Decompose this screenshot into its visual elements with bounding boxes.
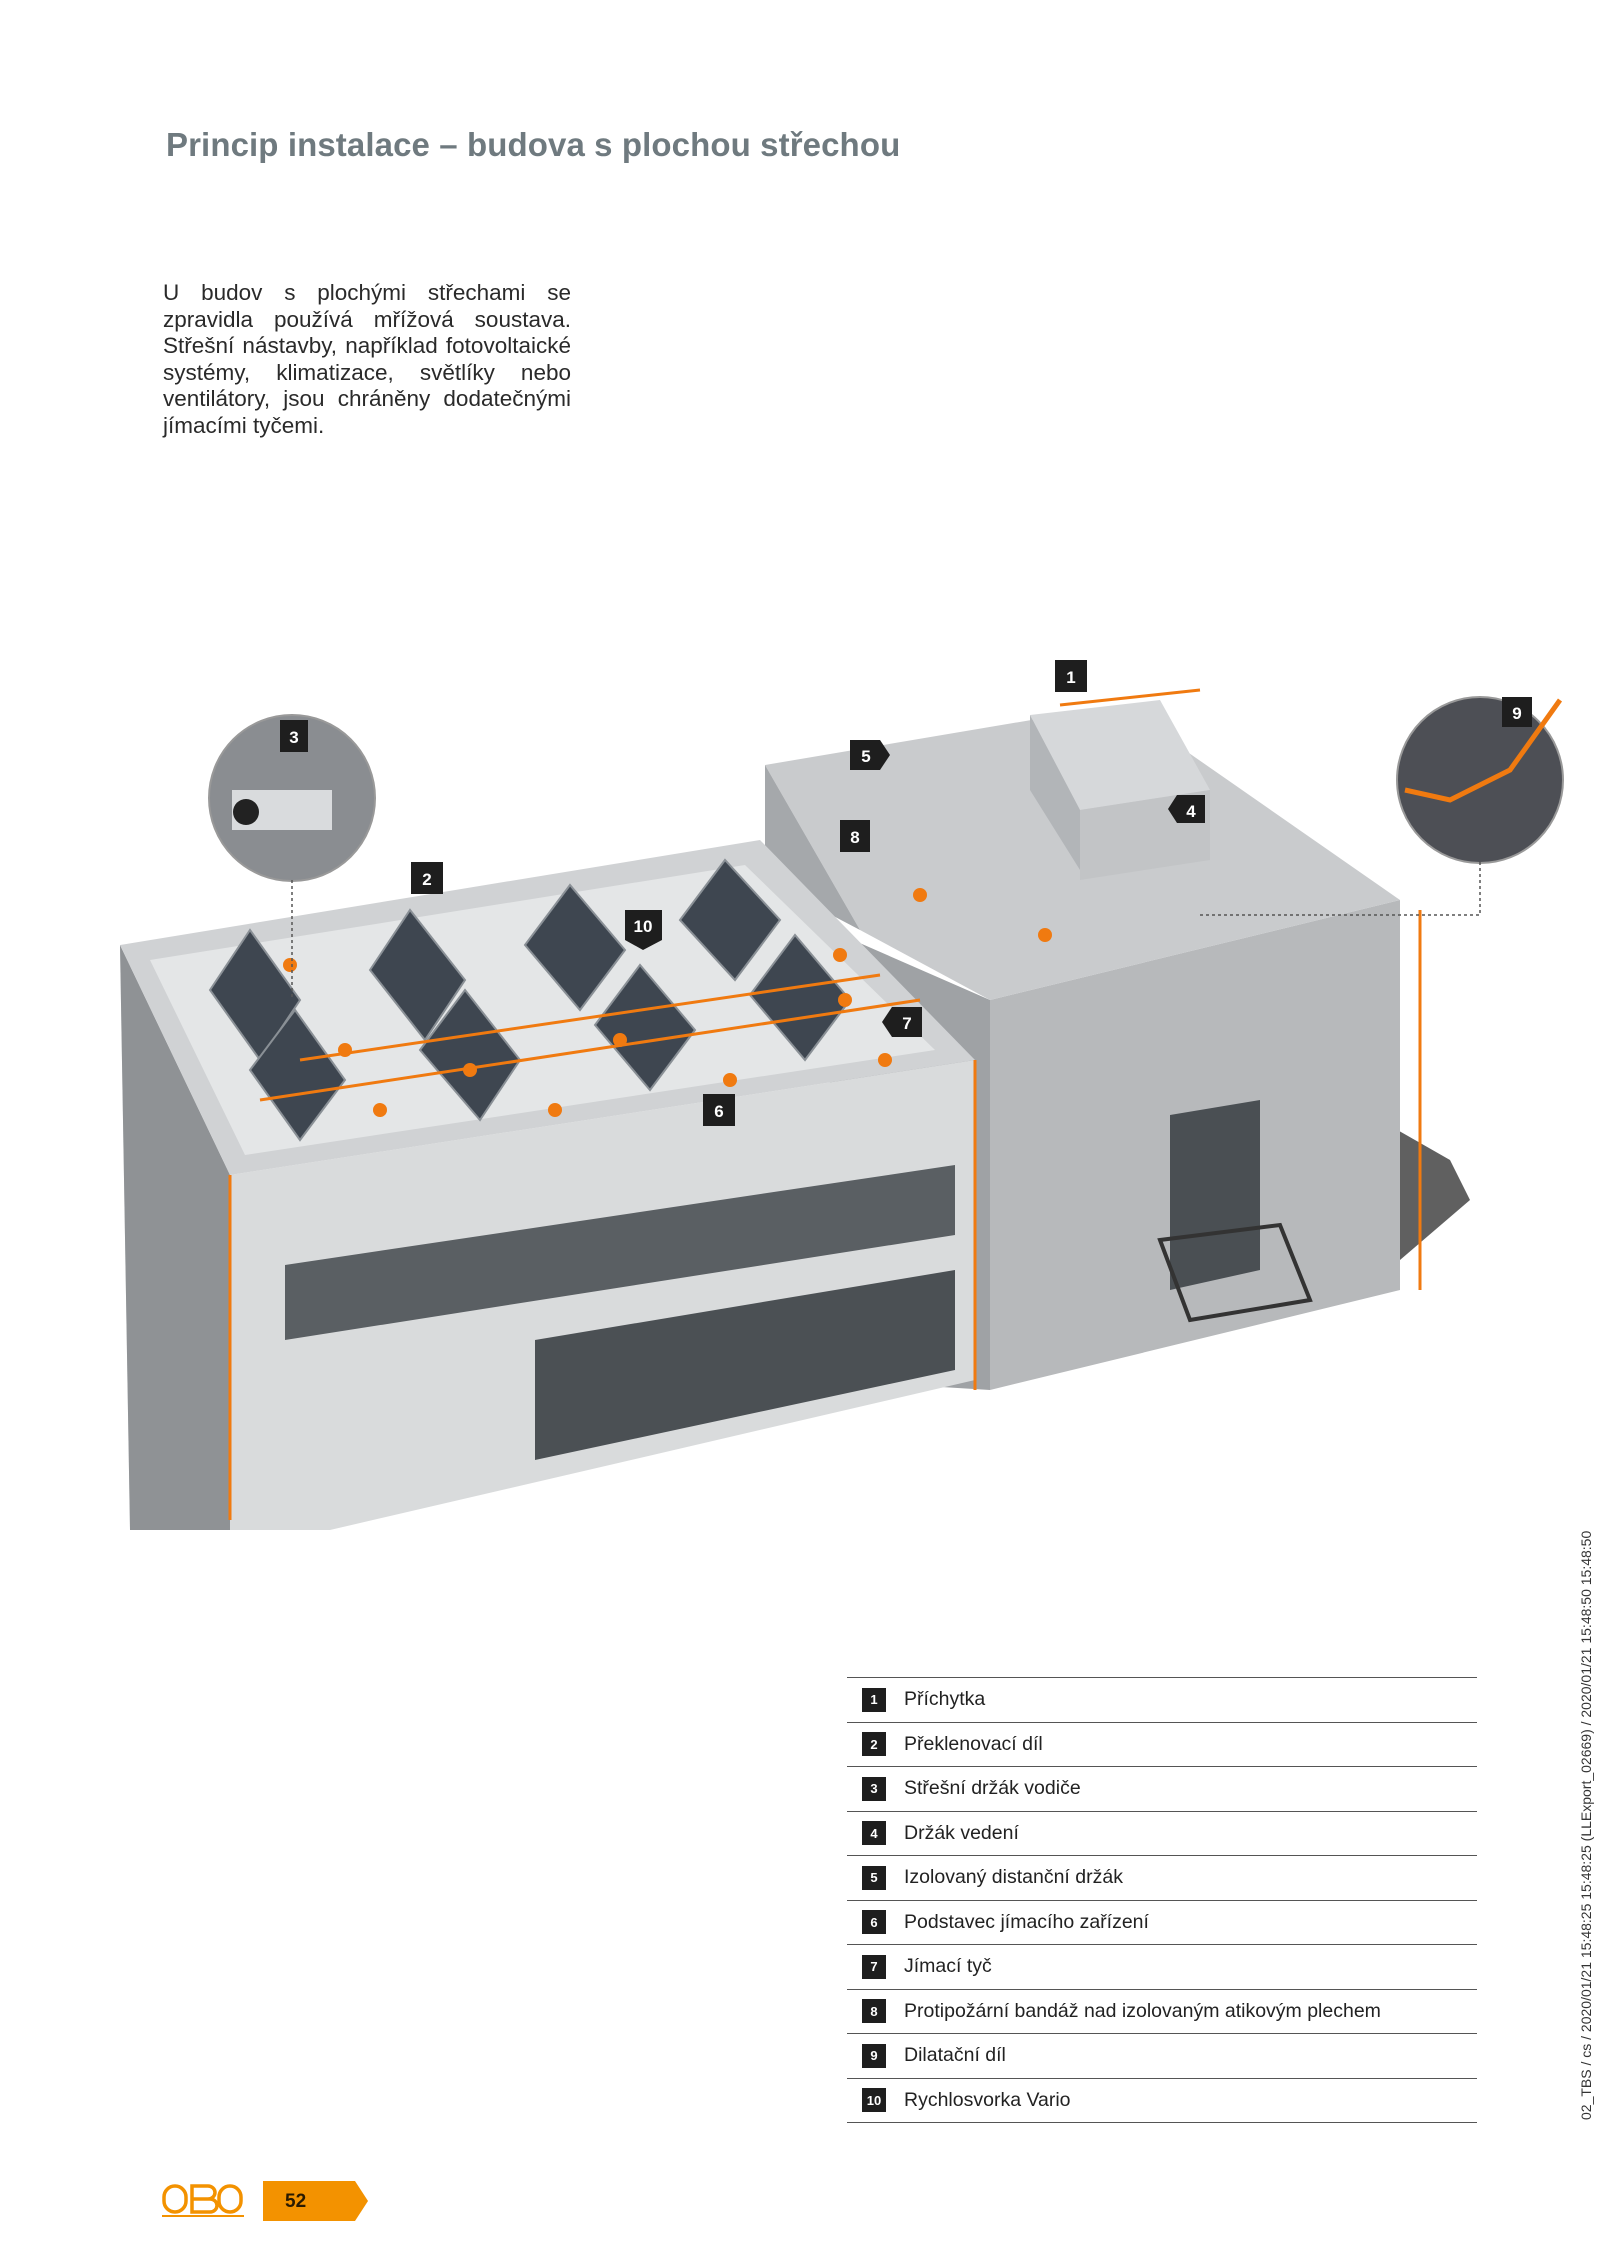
callout-4-label: 4 <box>1186 802 1196 821</box>
legend-number-badge: 9 <box>862 2043 886 2068</box>
legend-label: Dilatační díl <box>904 2044 1006 2067</box>
legend-number-badge: 10 <box>862 2088 886 2113</box>
callout-8: 8 <box>840 820 870 852</box>
callout-8-label: 8 <box>850 828 859 847</box>
building-illustration: 1 2 3 4 5 6 7 8 <box>0 600 1600 1600</box>
legend-row: 7 Jímací tyč <box>847 1945 1477 1990</box>
legend-label: Překlenovací díl <box>904 1732 1043 1755</box>
legend-number-badge: 7 <box>862 1954 886 1979</box>
legend-label: Držák vedení <box>904 1821 1019 1844</box>
legend-label: Izolovaný distanční držák <box>904 1866 1123 1889</box>
page-title: Princip instalace – budova s plochou stř… <box>166 126 901 163</box>
legend-row: 10 Rychlosvorka Vario <box>847 2079 1477 2123</box>
legend-label: Střešní držák vodiče <box>904 1777 1081 1800</box>
callout-7-label: 7 <box>902 1014 911 1033</box>
legend-row: 2 Překlenovací díl <box>847 1723 1477 1767</box>
callout-1: 1 <box>1055 660 1087 692</box>
page-number: 52 <box>285 2191 307 2212</box>
page-number-tab: 52 <box>263 2181 368 2221</box>
legend-row: 9 Dilatační díl <box>847 2034 1477 2079</box>
legend-row: 6 Podstavec jímacího zařízení <box>847 1901 1477 1945</box>
callout-5-label: 5 <box>861 747 870 766</box>
legend-row: 3 Střešní držák vodiče <box>847 1767 1477 1812</box>
callout-2-label: 2 <box>422 870 431 889</box>
legend-number-badge: 1 <box>862 1687 886 1712</box>
legend-table: 1 Příchytka 2 Překlenovací díl 3 Střešní… <box>847 1677 1477 2123</box>
legend-label: Podstavec jímacího zařízení <box>904 1910 1149 1933</box>
legend-number-badge: 5 <box>862 1865 886 1890</box>
callout-5: 5 <box>850 740 890 770</box>
legend-number-badge: 2 <box>862 1732 886 1757</box>
legend-number-badge: 8 <box>862 1999 886 2024</box>
legend-label: Jímací tyč <box>904 1955 992 1978</box>
legend-row: 5 Izolovaný distanční držák <box>847 1856 1477 1901</box>
intro-paragraph: U budov s plochými střechami se zpravidl… <box>163 280 571 438</box>
legend-row: 8 Protipožární bandáž nad izolovaným ati… <box>847 1990 1477 2034</box>
legend-row: 4 Držák vedení <box>847 1812 1477 1856</box>
callout-4: 4 <box>1168 795 1205 823</box>
callout-6-label: 6 <box>714 1102 723 1121</box>
callout-10: 10 <box>625 910 662 950</box>
callout-10-label: 10 <box>634 917 653 936</box>
legend-label: Protipožární bandáž nad izolovaným atiko… <box>904 1999 1381 2022</box>
legend-label: Rychlosvorka Vario <box>904 2088 1071 2111</box>
callout-7: 7 <box>882 1007 922 1037</box>
callout-9-label: 9 <box>1512 704 1521 723</box>
legend-number-badge: 4 <box>862 1821 886 1846</box>
callout-3-label: 3 <box>289 728 298 747</box>
legend-label: Příchytka <box>904 1688 986 1711</box>
legend-number-badge: 3 <box>862 1776 886 1801</box>
legend-row: 1 Příchytka <box>847 1678 1477 1723</box>
legend-number-badge: 6 <box>862 1910 886 1935</box>
callout-6: 6 <box>703 1094 735 1126</box>
callout-9: 9 <box>1502 697 1532 727</box>
callout-2: 2 <box>411 862 443 894</box>
print-metadata-note: 02_TBS / cs / 2020/01/21 15:48:25 15:48:… <box>1578 1530 1594 2120</box>
callout-3: 3 <box>280 720 308 752</box>
callout-1-label: 1 <box>1066 668 1075 687</box>
obo-logo <box>162 2183 244 2217</box>
